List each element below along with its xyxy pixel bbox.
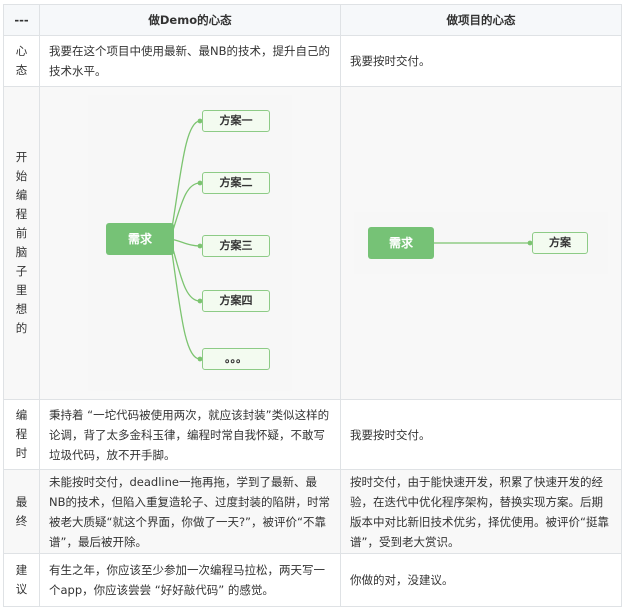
demo-mindmap: 需求 方案一 方案二 方案三 方案四 。。。 [88,95,292,391]
connector-dot-1 [197,118,203,124]
project-root-node: 需求 [368,227,434,259]
row-label-final: 最 终 [3,469,40,554]
row-coding: 编 程 时 秉持着 “一坨代码被使用两次，就应该封装”类似这样的论调，背了太多金… [3,399,622,470]
connector-dot-3 [197,243,203,249]
project-connector-dot [527,240,533,246]
cell-demo-mindset: 我要在这个项目中使用最新、最NB的技术，提升自己的技术水平。 [39,35,341,87]
connector-1 [169,120,201,240]
cell-demo-diagram: 需求 方案一 方案二 方案三 方案四 。。。 [39,86,341,400]
demo-leaf-node: 。。。 [202,348,270,370]
cell-project-mindset: 我要按时交付。 [340,35,622,87]
comparison-table: --- 做Demo的心态 做项目的心态 心 态 我要在这个项目中使用最新、最NB… [3,4,622,607]
row-label-mindset: 心 态 [3,35,40,87]
header-row: --- 做Demo的心态 做项目的心态 [3,4,622,36]
cell-demo-final: 未能按时交付，deadline一拖再拖，学到了最新、最NB的技术，但陷入重复造轮… [39,469,341,554]
row-before-coding: 开 始 编 程 前 脑 子 里 想 的 [3,86,622,400]
cell-project-diagram: 需求 方案 [340,86,622,400]
connector-dot-5 [197,356,203,362]
cell-project-coding: 我要按时交付。 [340,399,622,470]
row-label-advice: 建 议 [3,553,40,607]
row-label-coding: 编 程 时 [3,399,40,470]
row-final: 最 终 未能按时交付，deadline一拖再拖，学到了最新、最NB的技术，但陷入… [3,469,622,554]
header-corner: --- [3,4,40,36]
demo-leaf-node: 方案三 [202,235,270,257]
project-leaf-node: 方案 [532,232,588,254]
demo-leaf-node: 方案二 [202,172,270,194]
demo-leaf-node: 方案一 [202,110,270,132]
demo-leaf-node: 方案四 [202,290,270,312]
row-advice: 建 议 有生之年，你应该至少参加一次编程马拉松，两天写一个app，你应该尝尝 “… [3,553,622,607]
header-project-mindset: 做项目的心态 [340,4,622,36]
cell-demo-advice: 有生之年，你应该至少参加一次编程马拉松，两天写一个app，你应该尝尝 “好好敲代… [39,553,341,607]
row-label-before-coding: 开 始 编 程 前 脑 子 里 想 的 [3,86,40,400]
cell-demo-coding: 秉持着 “一坨代码被使用两次，就应该封装”类似这样的论调，背了太多金科玉律，编程… [39,399,341,470]
row-mindset: 心 态 我要在这个项目中使用最新、最NB的技术，提升自己的技术水平。 我要按时交… [3,35,622,87]
demo-root-node: 需求 [106,223,174,255]
connector-dot-4 [197,298,203,304]
cell-project-final: 按时交付，由于能快速开发，积累了快速开发的经验，在迭代中优化程序架构，替换实现方… [340,469,622,554]
connector-dot-2 [197,180,203,186]
connector-3 [169,238,201,247]
cell-project-advice: 你做的对，没建议。 [340,553,622,607]
header-demo-mindset: 做Demo的心态 [39,4,341,36]
project-mindmap-connectors [434,240,533,246]
connector-5 [169,238,201,360]
project-mindmap: 需求 方案 [354,212,608,274]
